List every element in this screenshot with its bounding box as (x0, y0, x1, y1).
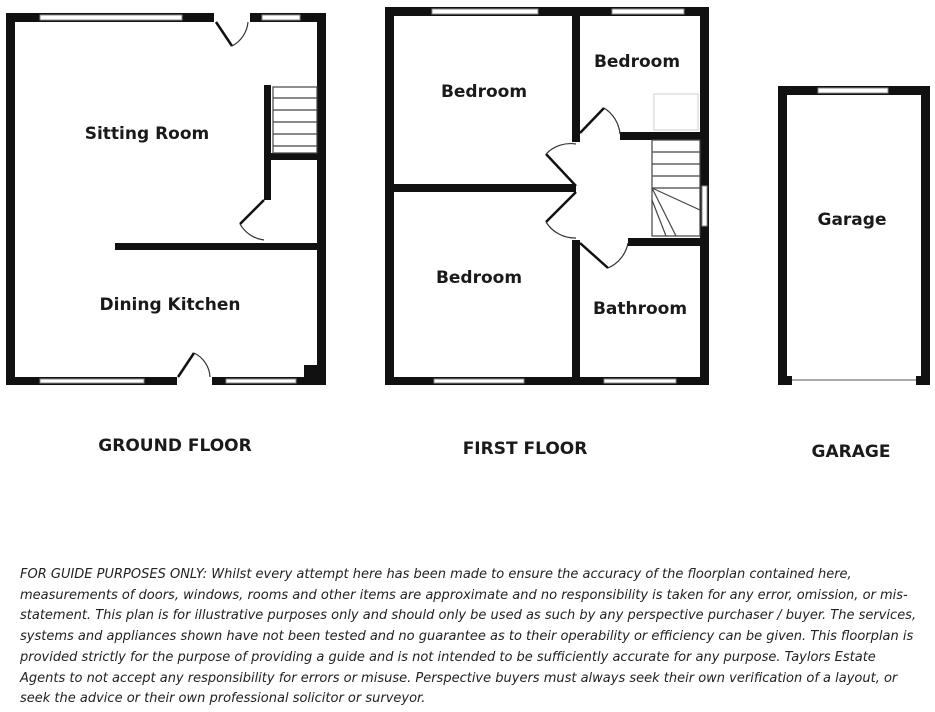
first-door-bedroom-bottom-swing (545, 221, 577, 239)
ground-stair-wall-left (264, 85, 271, 200)
ground-window-bottom-left (39, 378, 145, 384)
ground-wall-left (6, 13, 15, 385)
first-window-bottom-right (603, 378, 677, 384)
first-stair-treads (651, 151, 701, 237)
floor-label-ground: GROUND FLOOR (98, 436, 251, 456)
first-window-bottom-left (433, 378, 525, 384)
ground-stair-wall-bottom (264, 153, 320, 160)
ground-front-door-leaf (214, 21, 234, 47)
floor-label-garage: GARAGE (812, 442, 891, 462)
room-label-bedroom-top-right: Bedroom (594, 52, 680, 72)
first-wall-bathroom-left (572, 240, 580, 380)
first-door-bedroom-bottom-leaf (545, 191, 577, 223)
garage-wall-right (921, 86, 930, 385)
ground-floor-plan (6, 13, 326, 385)
floor-label-first: FIRST FLOOR (463, 439, 588, 459)
first-door-bathroom-leaf (579, 242, 609, 269)
disclaimer-text: FOR GUIDE PURPOSES ONLY: Whilst every at… (20, 567, 917, 707)
first-window-top-left (431, 8, 539, 15)
room-label-dining-kitchen: Dining Kitchen (100, 295, 241, 315)
first-wall-bedroom-divider (572, 10, 580, 142)
room-label-bathroom: Bathroom (593, 299, 687, 319)
first-wall-small-bedroom-bottom (620, 132, 705, 140)
room-label-bedroom-top-left: Bedroom (441, 82, 527, 102)
first-door-bathroom-swing (607, 242, 629, 269)
garage-post-left (778, 376, 792, 385)
ground-back-door-swing (193, 352, 211, 378)
garage-post-right (916, 376, 930, 385)
first-door-small-bedroom-leaf (579, 107, 605, 134)
first-door-bedroom-top-leaf (545, 153, 577, 187)
first-wall-bottom (385, 377, 709, 385)
first-window-side (701, 185, 708, 227)
ground-stairs (272, 86, 318, 154)
first-wall-left (385, 7, 394, 385)
garage-window-top (817, 87, 889, 94)
ground-window-top (39, 14, 183, 21)
room-label-bedroom-bottom: Bedroom (436, 268, 522, 288)
floorplan-drawing: Sitting Room Dining Kitchen Bedroom Bedr… (6, 7, 930, 462)
ground-cupboard-door-swing (239, 223, 265, 241)
ground-partition (115, 243, 320, 250)
first-wall-bathroom-top (628, 238, 706, 246)
ground-window-top-small (261, 14, 301, 21)
first-wall-mid-horizontal (390, 184, 576, 192)
first-door-small-bedroom-swing (603, 107, 621, 135)
ground-stair-treads (273, 97, 317, 147)
first-door-bedroom-top-swing (545, 142, 577, 155)
first-window-top-right (611, 8, 685, 15)
ground-wall-right (317, 13, 326, 385)
ground-front-door-swing (231, 21, 249, 47)
ground-cupboard-door-leaf (239, 199, 265, 225)
garage-plan (778, 86, 930, 385)
first-cupboard-outline (653, 93, 699, 131)
ground-wall-corner-block (304, 365, 326, 385)
garage-wall-left (778, 86, 787, 385)
room-label-garage: Garage (818, 210, 887, 230)
ground-window-bottom-right (225, 378, 297, 384)
first-wall-top (385, 7, 709, 16)
ground-back-door-leaf (176, 352, 196, 378)
first-floor-plan (385, 7, 709, 385)
room-label-sitting-room: Sitting Room (85, 124, 210, 144)
